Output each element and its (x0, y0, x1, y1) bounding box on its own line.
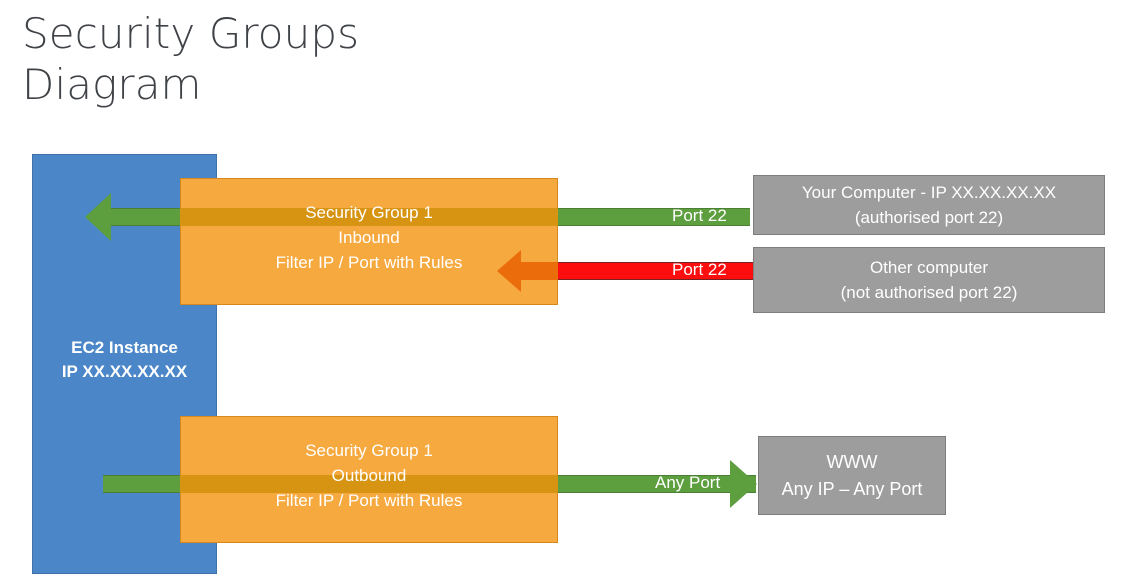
blocked-inbound-connector (558, 262, 754, 280)
outbound-connector-overlay (180, 475, 558, 493)
allowed-inbound-arrowhead-icon (85, 193, 111, 241)
security-group-inbound-box[interactable] (180, 178, 558, 305)
blocked-inbound-connector-inside-sg (520, 262, 558, 280)
page-title: Security Groups Diagram (22, 9, 360, 109)
other-computer-label: Other computer (not authorised port 22) (840, 258, 1018, 302)
blocked-inbound-arrowhead-icon (497, 250, 521, 292)
blocked-inbound-port-label: Port 22 (672, 260, 727, 279)
your-computer-box[interactable]: Your Computer - IP XX.XX.XX.XX (authoris… (753, 175, 1105, 235)
outbound-arrowhead-icon (730, 460, 757, 508)
other-computer-box[interactable]: Other computer (not authorised port 22) (753, 247, 1105, 313)
your-computer-label: Your Computer - IP XX.XX.XX.XX (authoris… (801, 183, 1057, 227)
www-label: WWW Any IP – Any Port (781, 451, 923, 499)
outbound-port-label: Any Port (655, 473, 721, 492)
allowed-inbound-connector-overlay (180, 208, 558, 226)
www-box[interactable]: WWW Any IP – Any Port (758, 436, 946, 515)
security-group-outbound-label: Security Group 1 Outbound Filter IP / Po… (275, 441, 463, 510)
ec2-instance-label: EC2 Instance IP XX.XX.XX.XX (61, 338, 188, 381)
security-group-inbound-label: Security Group 1 Inbound Filter IP / Por… (275, 203, 463, 272)
allowed-inbound-port-label: Port 22 (672, 206, 727, 225)
